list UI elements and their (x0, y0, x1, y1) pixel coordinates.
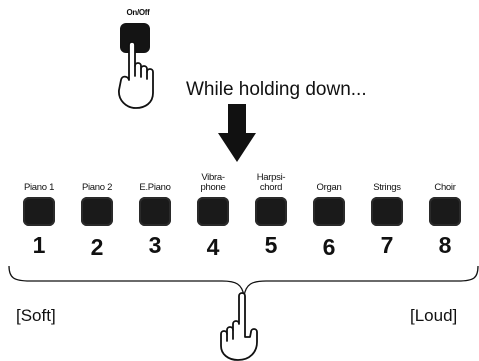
key-number-5: 5 (264, 232, 278, 258)
pointing-hand-icon (118, 41, 154, 109)
tone-label-organ: Organ (316, 182, 342, 193)
loud-label: [Loud] (410, 306, 458, 325)
key-number-8: 8 (438, 232, 452, 258)
key-number-4: 4 (206, 234, 220, 260)
tone-key-1[interactable] (23, 197, 55, 226)
tone-label-piano-1: Piano 1 (23, 182, 55, 193)
tone-key-8[interactable] (429, 197, 461, 226)
tone-label-strings: Strings (373, 182, 401, 193)
tone-key-7[interactable] (371, 197, 403, 226)
pointing-hand-icon (220, 292, 258, 361)
instruction-text: While holding down... (186, 79, 367, 100)
tone-label-piano-2: Piano 2 (81, 182, 113, 193)
range-brace (8, 265, 479, 297)
key-number-1: 1 (32, 232, 46, 258)
key-number-6: 6 (322, 234, 336, 260)
tone-label-choir: Choir (434, 182, 456, 193)
key-number-3: 3 (148, 232, 162, 258)
tone-label-harpsichord: Harpsi- chord (256, 172, 286, 193)
on-off-label: On/Off (126, 8, 150, 17)
key-number-7: 7 (380, 232, 394, 258)
tone-key-5[interactable] (255, 197, 287, 226)
tone-label-vibraphone: Vibra- phone (200, 172, 226, 193)
tone-label-e-piano: E.Piano (139, 182, 171, 193)
key-number-2: 2 (90, 234, 104, 260)
down-arrow-icon (218, 104, 256, 162)
tone-key-4[interactable] (197, 197, 229, 226)
soft-label: [Soft] (16, 306, 56, 325)
tone-key-6[interactable] (313, 197, 345, 226)
tone-key-3[interactable] (139, 197, 171, 226)
tone-key-2[interactable] (81, 197, 113, 226)
